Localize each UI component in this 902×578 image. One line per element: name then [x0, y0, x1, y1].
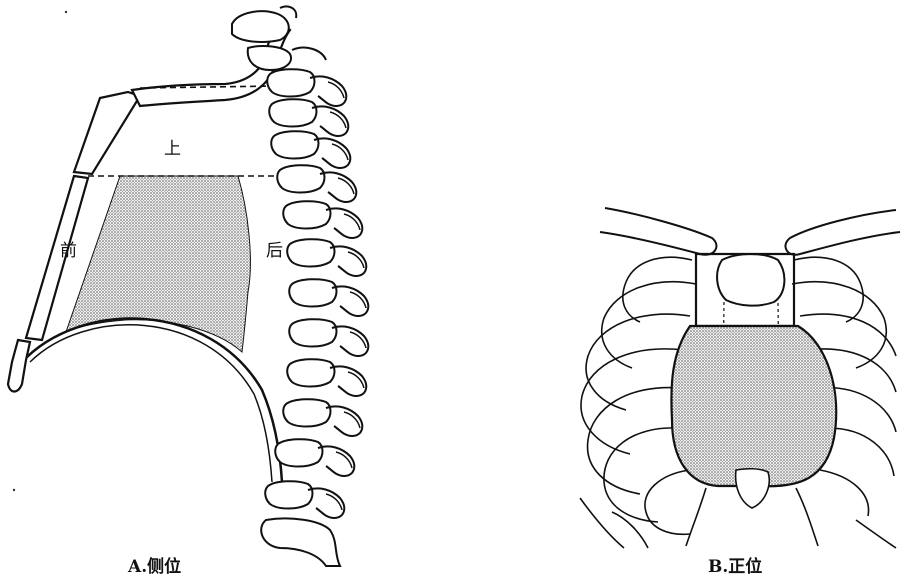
diaphragm-arc-inner [30, 325, 272, 482]
heart-shaded-region [671, 326, 836, 486]
caption-panel-a: A.侧位 [128, 552, 181, 577]
right-clavicle [785, 210, 900, 255]
middle-mediastinum-shaded-region [66, 176, 250, 352]
thoracic-spine [261, 69, 368, 566]
panel-a-lateral-view [8, 6, 368, 566]
costal-margin-left [686, 488, 706, 546]
panel-b-frontal-view [580, 208, 900, 548]
costal-margin-right [796, 488, 818, 546]
label-upper: 上 [164, 134, 181, 159]
manubrium [717, 254, 784, 306]
left-clavicle [600, 208, 716, 255]
label-anterior: 前 [60, 236, 77, 261]
cervical-vertebrae [232, 6, 326, 70]
artifact-dot [13, 489, 15, 491]
label-posterior: 后 [266, 236, 283, 261]
xiphoid-process [736, 469, 770, 508]
artifact-dot [65, 11, 67, 13]
caption-panel-b: B.正位 [708, 552, 762, 577]
